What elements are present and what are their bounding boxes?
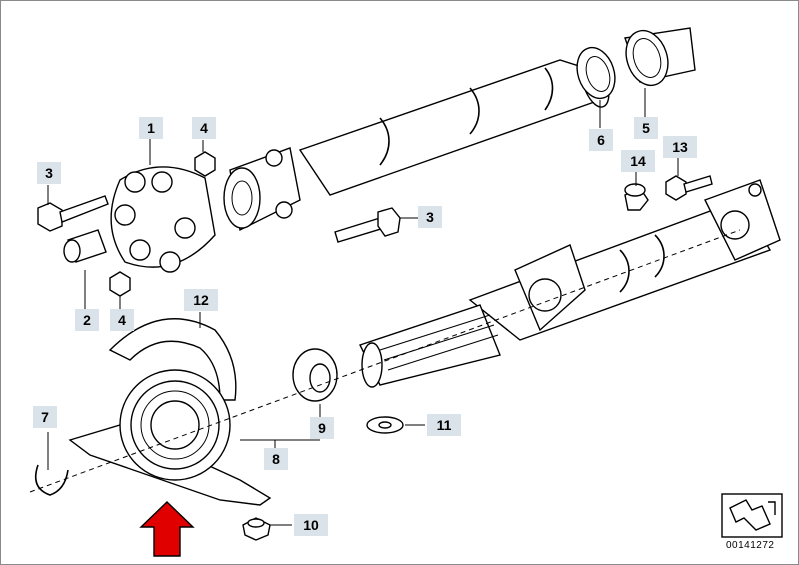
washer [366,416,404,434]
part-label-7[interactable]: 7 [33,406,57,428]
part-label-3-left[interactable]: 3 [37,162,61,184]
lower-shaft [359,179,781,388]
upper-shaft [223,56,610,232]
part-label-10[interactable]: 10 [294,514,328,536]
part-label-4-bottom[interactable]: 4 [110,309,134,331]
leader-lines [29,88,741,526]
hex-bolt-right [334,207,401,243]
sleeve [63,229,107,263]
part-label-13[interactable]: 13 [663,136,697,158]
part-label-14[interactable]: 14 [621,150,655,172]
cap-screw [624,183,649,211]
diagram-code: 00141272 [726,540,775,551]
part-label-11[interactable]: 11 [427,414,461,436]
flexible-disc [110,166,216,273]
centering-sleeve [576,46,616,100]
part-label-9[interactable]: 9 [310,417,334,439]
part-label-3-right[interactable]: 3 [418,206,442,228]
nut-top [194,151,216,177]
nut-bottom [109,271,131,297]
return-arrow-icon[interactable] [721,493,783,538]
circlip [34,464,69,496]
center-bearing [68,369,272,506]
dust-cover [108,318,237,401]
part-label-12[interactable]: 12 [184,289,218,311]
red-up-arrow-icon [139,501,195,557]
part-label-4-top[interactable]: 4 [192,117,216,139]
part-label-2[interactable]: 2 [75,309,99,331]
sealing-cap [624,27,696,87]
collar-nut [242,517,271,541]
part-label-8[interactable]: 8 [264,448,288,470]
hex-bolt-left [37,195,109,232]
part-label-5[interactable]: 5 [634,117,658,139]
ball-bearing [292,348,338,402]
screw [665,175,713,201]
part-label-1[interactable]: 1 [139,117,163,139]
part-label-6[interactable]: 6 [589,129,613,151]
